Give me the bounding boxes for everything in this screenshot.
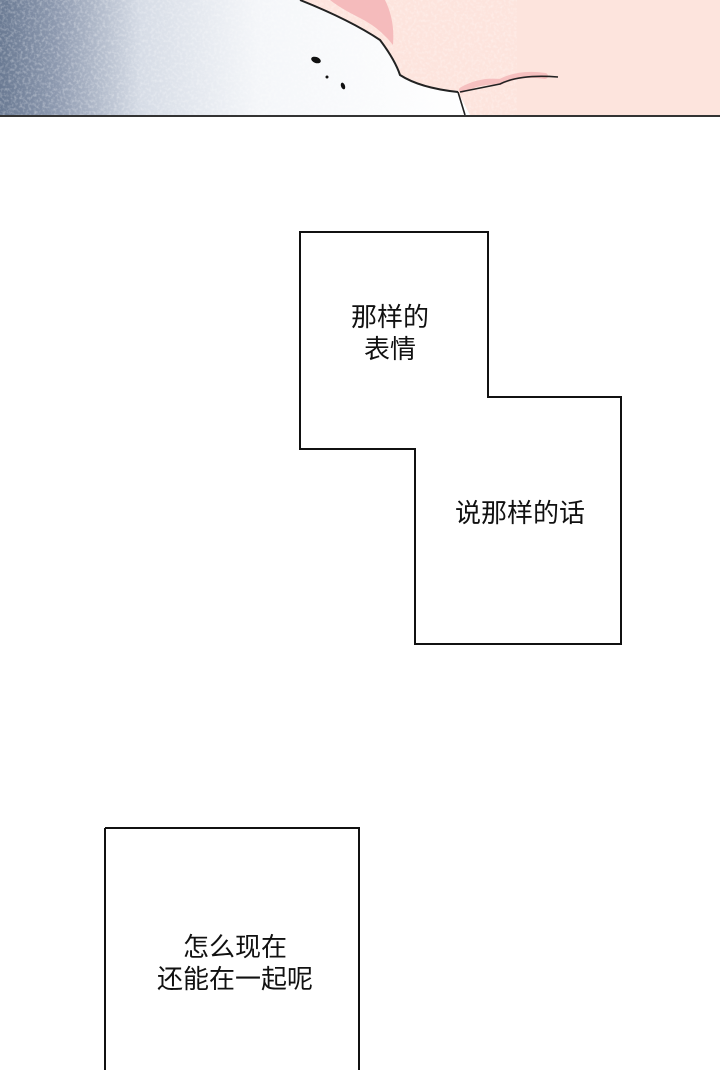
- top-comic-panel: [0, 0, 720, 117]
- cheek-illustration: [0, 0, 720, 115]
- caption-3-text: 怎么现在 还能在一起呢: [156, 933, 313, 995]
- caption-2-text: 说那样的话: [454, 499, 585, 529]
- caption-1-text: 那样的 表情: [350, 303, 429, 365]
